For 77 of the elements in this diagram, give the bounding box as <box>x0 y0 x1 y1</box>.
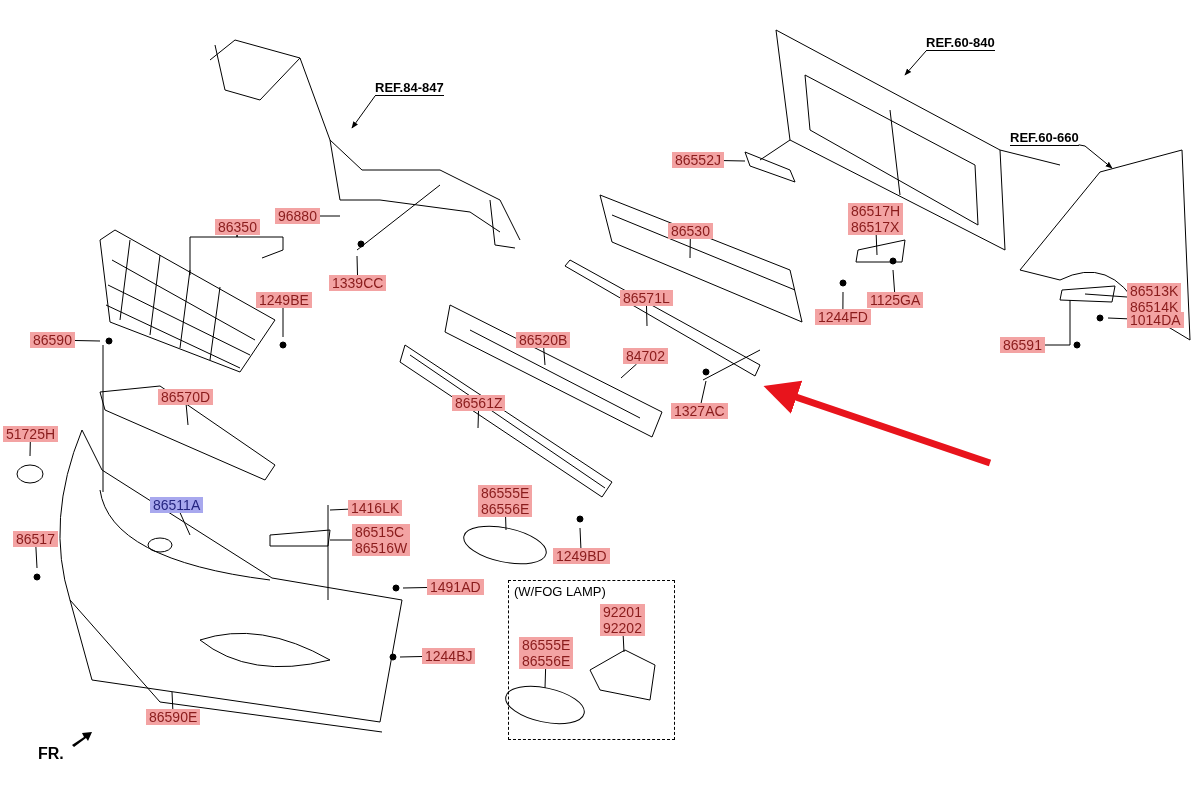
leader-line <box>543 347 546 366</box>
leader-line <box>700 380 707 404</box>
part-number-label: 86590E <box>146 709 201 725</box>
leader-line <box>1078 144 1113 169</box>
part-number-label: 86511A <box>150 497 204 513</box>
part-number-label: 1014DA <box>1127 312 1184 328</box>
leader-line <box>1107 317 1128 320</box>
reference-label: REF.60-660 <box>1010 130 1079 146</box>
part-number-label: 1416LK <box>348 500 403 516</box>
part-number-label: 86517H <box>848 203 904 219</box>
leader-line <box>171 691 174 710</box>
leader-line <box>351 95 376 129</box>
part-number-label: 92202 <box>600 620 645 636</box>
part-number-label: 1327AC <box>671 403 728 419</box>
leader-line <box>402 587 428 589</box>
part-number-label: 1244BJ <box>422 648 476 664</box>
part-number-label: 86570D <box>158 389 214 405</box>
leader-line <box>179 512 191 536</box>
leader-line <box>189 234 238 276</box>
leader-line <box>74 340 101 342</box>
leader-line <box>329 508 349 511</box>
part-number-label: 1244FD <box>815 309 871 325</box>
part-number-label: 86520B <box>516 332 571 348</box>
leader-line <box>356 255 358 276</box>
leader-line <box>723 160 746 162</box>
part-number-label: 84702 <box>623 348 668 364</box>
leader-line <box>842 291 844 310</box>
part-number-label: 86530 <box>668 223 713 239</box>
part-number-label: 86515C <box>352 524 411 540</box>
leader-line <box>622 635 625 653</box>
option-group-box <box>508 580 675 740</box>
part-number-label: 86552J <box>672 152 724 168</box>
part-number-label: 1491AD <box>427 579 484 595</box>
leader-line <box>689 238 691 259</box>
leader-line <box>620 363 638 379</box>
part-number-label: 86590 <box>30 332 75 348</box>
part-number-label: 51725H <box>3 426 59 442</box>
leader-line <box>875 234 878 256</box>
leader-line <box>505 516 507 531</box>
leader-line <box>236 234 284 259</box>
part-number-label: 86555E <box>519 637 574 653</box>
part-number-label: 86571L <box>620 290 673 306</box>
part-number-label: 86561Z <box>452 395 506 411</box>
direction-label: FR. <box>38 745 64 763</box>
leader-line <box>579 527 582 549</box>
part-number-label: 1125GA <box>867 292 924 308</box>
part-number-label: 86556E <box>478 501 533 517</box>
part-number-label: 86516W <box>352 540 411 556</box>
leader-line <box>477 410 479 429</box>
leader-line <box>892 269 896 293</box>
part-number-label: 86517 <box>13 531 58 547</box>
leader-line <box>319 215 341 217</box>
leader-line <box>1044 344 1071 346</box>
part-number-label: 1249BD <box>553 548 610 564</box>
part-number-label: 1249BE <box>256 292 312 308</box>
leader-line <box>544 668 547 689</box>
leader-line <box>399 656 423 658</box>
reference-label: REF.84-847 <box>375 80 444 96</box>
leader-line <box>185 404 189 426</box>
part-number-label: 86556E <box>519 653 574 669</box>
leader-line <box>329 539 353 541</box>
part-number-label: 86555E <box>478 485 533 501</box>
part-number-label: 92201 <box>600 604 645 620</box>
leader-line <box>29 441 31 457</box>
part-number-label: 1339CC <box>329 275 387 291</box>
reference-label: REF.60-840 <box>926 35 995 51</box>
part-number-label: 86591 <box>1000 337 1045 353</box>
part-number-label: 86513K <box>1127 283 1182 299</box>
leader-line <box>646 305 648 327</box>
leader-line <box>904 50 927 76</box>
part-number-label: 86517X <box>848 219 904 235</box>
group-title: (W/FOG LAMP) <box>514 584 606 599</box>
part-number-label: 86350 <box>215 219 260 235</box>
part-number-label: 96880 <box>275 208 320 224</box>
leader-line <box>282 307 284 338</box>
leader-line <box>35 546 38 569</box>
leader-line <box>1084 293 1128 298</box>
